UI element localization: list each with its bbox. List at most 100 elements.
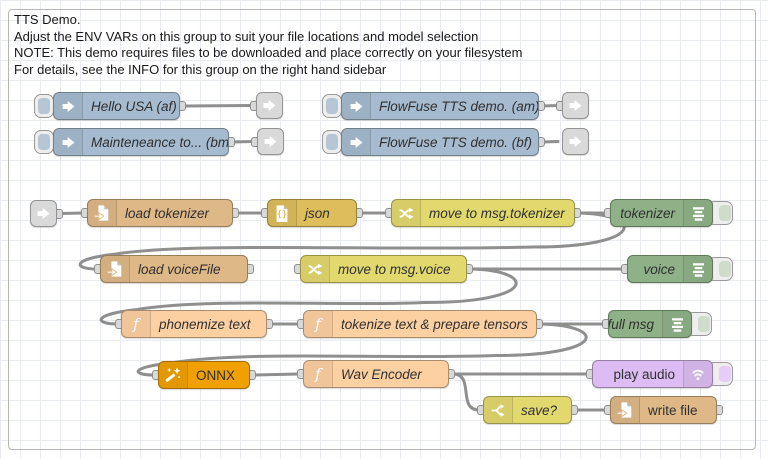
wire-onnx-to-wav-encoder[interactable]: [252, 372, 301, 377]
switch-icon: [484, 397, 513, 423]
group-label-line: For details, see the INFO for this group…: [14, 61, 387, 77]
wire-wav-encoder-to-switch-save[interactable]: [451, 372, 481, 412]
wire-inject-flowfuse-am-to-link-out-b[interactable]: [541, 104, 560, 108]
link-icon: [257, 93, 282, 118]
wire-move-voice-to-phonemize[interactable]: [99, 267, 518, 326]
wire-link-in-1-to-load-tokenizer[interactable]: [59, 211, 85, 215]
svg-text:{}: {}: [277, 210, 287, 220]
debug-list-icon: [662, 311, 691, 337]
link-icon: [563, 129, 588, 154]
node-label: save?: [521, 402, 558, 418]
node-write-file[interactable]: write file: [610, 396, 717, 424]
node-move-tokenizer[interactable]: move to msg.tokenizer: [391, 199, 575, 227]
node-debug-fullmsg[interactable]: full msg: [608, 310, 692, 338]
node-label: FlowFuse TTS demo. (am): [379, 98, 538, 114]
inject-button[interactable]: [34, 94, 54, 118]
button-inner: [38, 134, 50, 150]
function-icon: f: [304, 311, 333, 337]
node-switch-save[interactable]: save?: [483, 396, 572, 424]
node-label: Mainteneance to... (bm): [91, 134, 228, 150]
node-inject-maintenance[interactable]: Mainteneance to... (bm): [53, 128, 229, 156]
group-label-line: TTS Demo.: [14, 12, 81, 27]
link-icon: [31, 201, 56, 226]
function-icon: f: [122, 311, 151, 337]
node-json[interactable]: {}json: [267, 199, 357, 227]
button-inner: [38, 98, 50, 114]
node-label: ONNX: [196, 367, 236, 383]
node-inject-flowfuse-bf[interactable]: FlowFuse TTS demo. (bf): [341, 128, 539, 156]
node-debug-tokenizer[interactable]: tokenizer: [610, 199, 713, 227]
wire-tokenize-tensors-to-onnx[interactable]: [136, 322, 588, 377]
debug-list-icon: [683, 256, 712, 282]
node-label: load tokenizer: [125, 205, 210, 221]
button-inner: [326, 98, 338, 114]
inject-button[interactable]: [322, 130, 342, 154]
svg-text:f: f: [314, 315, 323, 333]
node-label: Hello USA (af): [91, 98, 177, 114]
audio-waves-icon: [683, 361, 712, 387]
wire-inject-maintenance-to-link-out-c[interactable]: [231, 140, 255, 144]
node-move-voice[interactable]: move to msg.voice: [300, 255, 467, 283]
file-icon: [611, 397, 640, 423]
node-link-out-a[interactable]: [256, 92, 283, 119]
button-inner: [719, 205, 731, 221]
node-label: tokenizer: [620, 205, 675, 221]
node-link-in-1[interactable]: [30, 200, 57, 227]
node-label: move to msg.voice: [338, 261, 451, 277]
shuffle-icon: [392, 200, 421, 226]
wand-icon: [159, 362, 188, 388]
button-inner: [326, 134, 338, 150]
json-icon: {}: [268, 200, 297, 226]
node-inject-flowfuse-am[interactable]: FlowFuse TTS demo. (am): [341, 92, 539, 120]
node-load-tokenizer[interactable]: load tokenizer: [87, 199, 233, 227]
group-label: TTS Demo.Adjust the ENV VARs on this gro…: [14, 12, 522, 78]
wire-move-tokenizer-to-load-voicefile[interactable]: [78, 211, 626, 271]
button-inner: [719, 366, 731, 382]
node-debug-voice[interactable]: voice: [627, 255, 713, 283]
node-label: play audio: [613, 366, 675, 382]
inject-button[interactable]: [34, 130, 54, 154]
button-inner: [719, 261, 731, 277]
node-label: phonemize text: [159, 316, 251, 332]
node-label: Wav Encoder: [341, 366, 422, 382]
link-icon: [258, 129, 283, 154]
file-icon: [88, 200, 117, 226]
wire-inject-hello-usa-to-link-out-a[interactable]: [182, 104, 254, 108]
node-label: write file: [648, 402, 698, 418]
node-link-out-d[interactable]: [562, 128, 589, 155]
group-border[interactable]: [8, 9, 756, 450]
svg-text:f: f: [314, 365, 323, 383]
file-icon: [101, 256, 130, 282]
inject-icon: [342, 93, 371, 119]
node-tokenize-tensors[interactable]: f tokenize text & prepare tensors: [303, 310, 537, 338]
group-label-line: Adjust the ENV VARs on this group to sui…: [14, 28, 479, 44]
node-label: tokenize text & prepare tensors: [341, 316, 528, 332]
node-label: load voiceFile: [138, 261, 221, 277]
group-label-line: NOTE: This demo requires files to be dow…: [14, 45, 523, 60]
node-link-out-b[interactable]: [562, 92, 589, 119]
node-load-voicefile[interactable]: load voiceFile: [100, 255, 248, 283]
node-link-out-c[interactable]: [257, 128, 284, 155]
wire-inject-flowfuse-bf-to-link-out-d[interactable]: [541, 140, 560, 144]
debug-list-icon: [683, 200, 712, 226]
inject-icon: [342, 129, 371, 155]
svg-text:f: f: [132, 315, 141, 333]
node-label: voice: [643, 261, 675, 277]
link-icon: [563, 93, 588, 118]
toggle-button[interactable]: [707, 257, 733, 281]
inject-icon: [54, 93, 83, 119]
node-label: FlowFuse TTS demo. (bf): [379, 134, 533, 150]
node-wav-encoder[interactable]: f Wav Encoder: [303, 360, 449, 388]
node-label: move to msg.tokenizer: [429, 205, 565, 221]
node-label: full msg: [609, 316, 654, 332]
shuffle-icon: [301, 256, 330, 282]
node-inject-hello-usa[interactable]: Hello USA (af): [53, 92, 180, 120]
node-play-audio[interactable]: play audio: [592, 360, 713, 388]
node-onnx[interactable]: ONNX: [158, 361, 250, 389]
inject-icon: [54, 129, 83, 155]
function-icon: f: [304, 361, 333, 387]
node-phonemize[interactable]: f phonemize text: [121, 310, 267, 338]
inject-button[interactable]: [322, 94, 342, 118]
